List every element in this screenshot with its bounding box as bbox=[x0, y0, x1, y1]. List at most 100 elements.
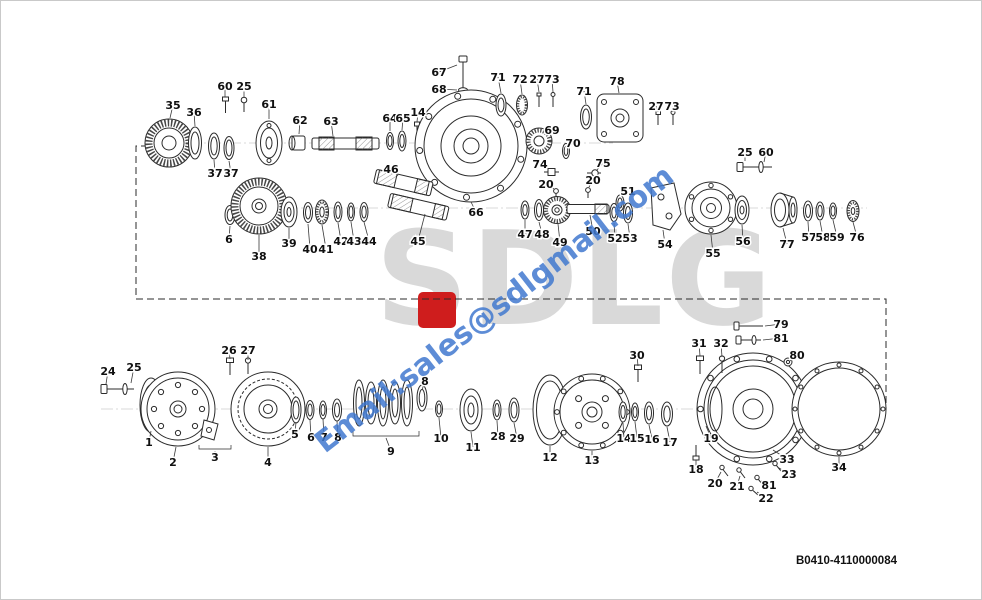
callout-22: 22 bbox=[758, 492, 773, 505]
callout-62: 62 bbox=[292, 114, 307, 127]
leader-line bbox=[438, 417, 442, 439]
callout-57: 57 bbox=[801, 231, 816, 244]
watermark-accent-square bbox=[418, 292, 456, 328]
callout-37: 37 bbox=[223, 167, 238, 180]
part-49-gear bbox=[543, 196, 571, 224]
part-56-ring bbox=[734, 195, 750, 225]
leader-line bbox=[762, 337, 782, 341]
callout-24: 24 bbox=[100, 365, 116, 378]
part-78-cover-plate bbox=[596, 93, 644, 143]
callout-80: 80 bbox=[789, 349, 805, 362]
part-67-68-bolt-washer bbox=[458, 55, 468, 97]
callout-21: 21 bbox=[729, 480, 744, 493]
callout-73: 73 bbox=[544, 73, 559, 86]
leader-line bbox=[169, 104, 174, 119]
leader-line bbox=[228, 225, 231, 240]
callout-29: 29 bbox=[509, 432, 524, 445]
part-52-53-rings bbox=[609, 202, 633, 224]
callout-36: 36 bbox=[186, 106, 202, 119]
part-8-ring bbox=[416, 384, 428, 412]
callout-9: 9 bbox=[387, 445, 395, 458]
leader-line bbox=[545, 183, 555, 190]
callout-74: 74 bbox=[532, 158, 548, 171]
part-2-drive-plate bbox=[140, 371, 216, 447]
part-47-48-rings bbox=[520, 199, 544, 221]
leader-line bbox=[551, 78, 554, 93]
callout-44: 44 bbox=[361, 235, 377, 248]
leader-line bbox=[401, 117, 404, 131]
callout-65: 65 bbox=[395, 112, 410, 125]
callout-27: 27 bbox=[240, 344, 255, 357]
leader-line bbox=[807, 221, 810, 238]
leader-line bbox=[321, 224, 327, 250]
part-62-sleeve bbox=[288, 135, 306, 151]
callout-64: 64 bbox=[382, 112, 398, 125]
callout-66: 66 bbox=[468, 206, 484, 219]
callout-54: 54 bbox=[657, 238, 673, 251]
upper-assembly bbox=[144, 55, 860, 235]
callout-37: 37 bbox=[207, 167, 222, 180]
leader-line bbox=[417, 213, 426, 242]
leader-line bbox=[613, 222, 616, 239]
callout-19: 19 bbox=[703, 432, 718, 445]
callout-11: 11 bbox=[465, 441, 480, 454]
part-3-bracket bbox=[198, 419, 232, 450]
part-70-ring bbox=[562, 143, 570, 159]
callout-10: 10 bbox=[433, 432, 449, 445]
leader-line bbox=[544, 129, 553, 135]
leader-line bbox=[819, 220, 824, 238]
part-18-bolt bbox=[692, 445, 700, 461]
callout-1: 1 bbox=[145, 436, 153, 449]
callout-14: 14 bbox=[410, 106, 426, 119]
part-57-58-59-rings bbox=[803, 200, 837, 222]
part-25-60-bolt-right bbox=[736, 161, 772, 173]
callout-13: 13 bbox=[584, 454, 599, 467]
leader-line bbox=[852, 221, 858, 238]
callout-25: 25 bbox=[236, 80, 251, 93]
callout-41: 41 bbox=[318, 243, 333, 256]
callout-46: 46 bbox=[383, 163, 399, 176]
callout-15: 15 bbox=[629, 432, 644, 445]
part-11-hub bbox=[459, 388, 483, 432]
leader-line bbox=[496, 420, 499, 437]
leader-line bbox=[307, 223, 311, 250]
callout-40: 40 bbox=[302, 243, 318, 256]
callout-78: 78 bbox=[609, 75, 624, 88]
callout-72: 72 bbox=[512, 73, 527, 86]
leader-line bbox=[416, 111, 419, 123]
leader-line bbox=[782, 227, 788, 245]
callout-58: 58 bbox=[815, 231, 830, 244]
part-63-shaft bbox=[311, 136, 380, 151]
part-55-bearing-housing bbox=[684, 181, 738, 235]
callout-17: 17 bbox=[662, 436, 677, 449]
leader-line bbox=[309, 419, 312, 438]
leader-line bbox=[589, 214, 594, 232]
part-9-clutch-pack bbox=[352, 379, 420, 437]
part-26-27-bolts bbox=[226, 357, 252, 375]
leader-line bbox=[557, 223, 561, 243]
callout-51: 51 bbox=[620, 185, 635, 198]
callout-59: 59 bbox=[829, 231, 844, 244]
part-72-gear-ring bbox=[516, 94, 528, 116]
callout-50: 50 bbox=[585, 225, 601, 238]
callout-49: 49 bbox=[552, 236, 567, 249]
leader-line bbox=[741, 224, 744, 242]
leader-line bbox=[337, 222, 342, 242]
callout-6: 6 bbox=[225, 233, 233, 246]
callout-81: 81 bbox=[761, 479, 776, 492]
callout-77: 77 bbox=[779, 238, 794, 251]
part-45-splined-shaft bbox=[387, 193, 450, 221]
leader-line bbox=[130, 366, 135, 384]
part-51-ring bbox=[615, 194, 625, 212]
callout-12: 12 bbox=[542, 451, 557, 464]
callout-56: 56 bbox=[735, 235, 751, 248]
leader-line bbox=[470, 431, 474, 448]
leader-line bbox=[350, 221, 355, 242]
callout-23: 23 bbox=[781, 468, 796, 481]
part-14-15-16-17-rings bbox=[618, 401, 673, 427]
part-10-ring bbox=[435, 400, 443, 418]
part-39-hub bbox=[280, 196, 298, 228]
callout-20: 20 bbox=[538, 178, 554, 191]
leader-line bbox=[671, 105, 674, 113]
